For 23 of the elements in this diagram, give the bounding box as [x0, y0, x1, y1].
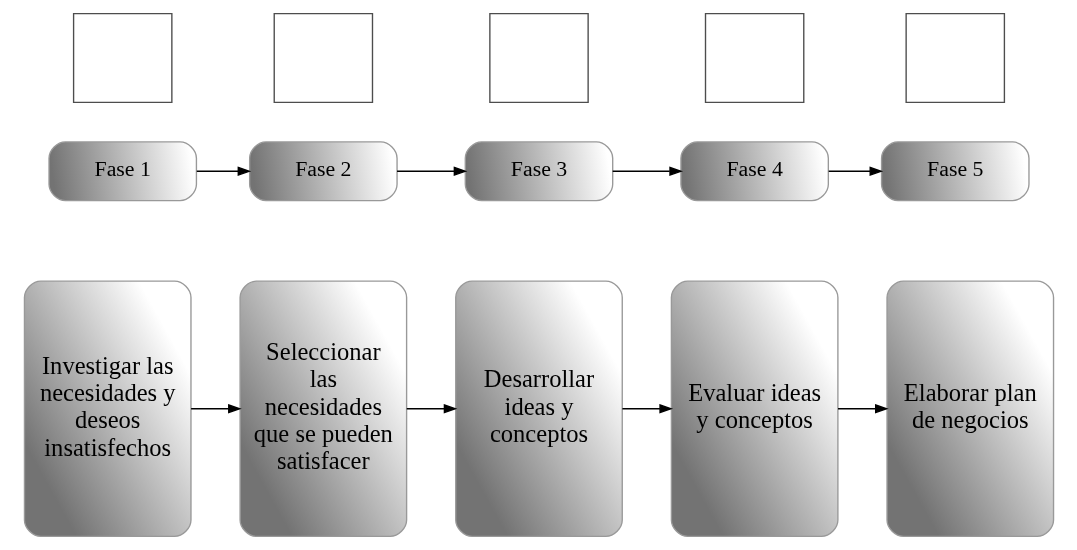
node-box: Investigar las necesidades y deseos insatisfechos [23, 280, 192, 538]
node-box: Fase 2 [248, 141, 398, 202]
arrow [189, 403, 242, 414]
arrow [405, 403, 457, 414]
node-box: Seleccionar las necesidades que se pueden satisfacer [238, 280, 407, 538]
node-box: Elaborar plan de negocios [885, 280, 1054, 538]
node-box: Fase 1 [47, 141, 197, 202]
node-box [488, 12, 589, 104]
node-box [72, 12, 173, 104]
node-box: Evaluar ideas y conceptos [670, 280, 839, 538]
node-box [273, 12, 373, 104]
arrow [195, 166, 251, 177]
arrow [827, 166, 883, 177]
node-box: Fase 5 [880, 141, 1030, 202]
arrow [836, 403, 889, 414]
node-box: Fase 3 [464, 141, 613, 202]
node-box: Fase 4 [679, 141, 829, 202]
node-box [704, 12, 804, 104]
arrow [611, 166, 683, 177]
node-box: Desarrollar ideas y conceptos [454, 280, 623, 538]
arrow [621, 403, 673, 414]
arrow [395, 166, 467, 177]
node-box [904, 12, 1005, 104]
